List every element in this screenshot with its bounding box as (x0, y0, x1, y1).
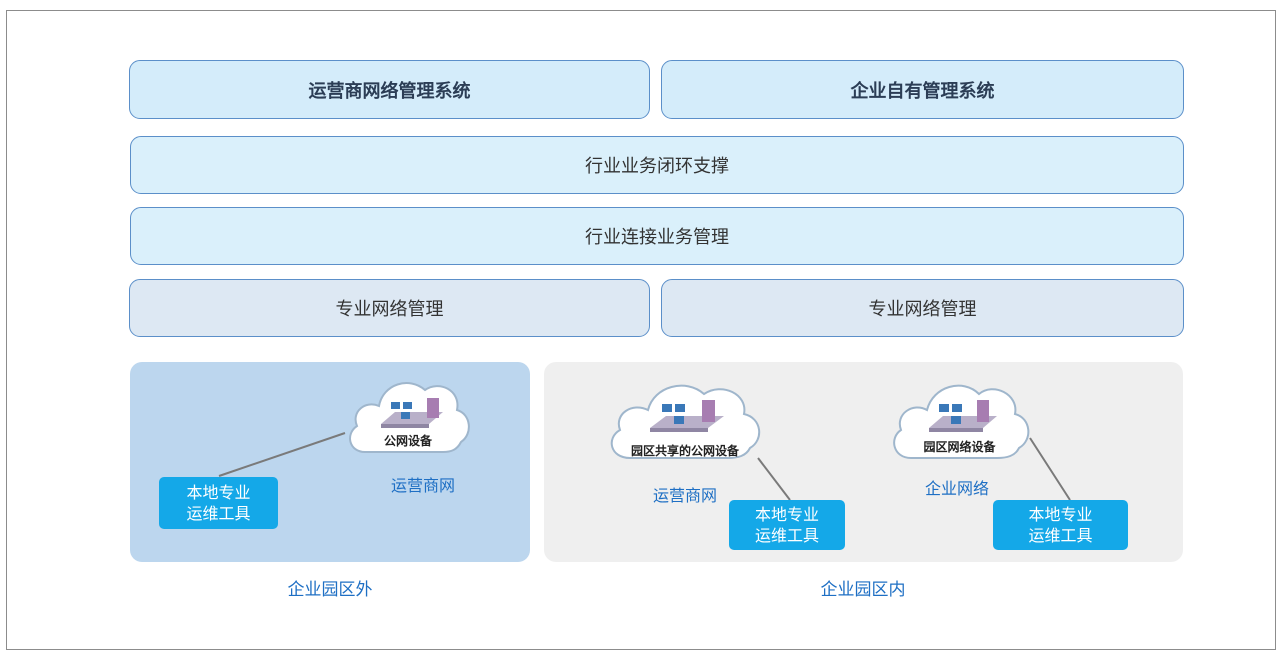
enterprise-net-label: 企业网络 (924, 479, 989, 498)
pro-net-mgmt-right-label: 专业网络管理 (868, 299, 977, 320)
outside-tool-line1: 本地专业 (186, 483, 251, 502)
inside-tool2-line2: 运维工具 (1028, 526, 1093, 545)
connector-inside-1 (757, 457, 791, 501)
inside-region-label: 企业园区内 (820, 580, 906, 600)
inside-local-tool-1-box: 本地专业 运维工具 (729, 500, 845, 550)
industry-loop-label: 行业业务闭环支撑 (585, 156, 729, 177)
pro-net-mgmt-right-box: 专业网络管理 (661, 279, 1184, 337)
operator-nms-label: 运营商网络管理系统 (308, 80, 471, 102)
industry-connect-box: 行业连接业务管理 (130, 207, 1184, 265)
enterprise-nms-box: 企业自有管理系统 (661, 60, 1184, 119)
shared-public-cloud-label: 园区共享的公网设备 (630, 444, 739, 458)
pro-net-mgmt-left-label: 专业网络管理 (335, 299, 444, 320)
inside-tool1-line1: 本地专业 (754, 505, 819, 524)
campus-network-cloud-label: 园区网络设备 (923, 440, 996, 454)
outside-region-label: 企业园区外 (287, 580, 373, 600)
industry-connect-label: 行业连接业务管理 (585, 227, 729, 248)
outside-local-tool-box: 本地专业 运维工具 (159, 477, 278, 529)
outside-operator-net-label: 运营商网 (390, 476, 455, 495)
campus-network-cloud-icon (887, 372, 1032, 464)
industry-loop-box: 行业业务闭环支撑 (130, 136, 1184, 194)
inside-operator-net-label: 运营商网 (652, 486, 717, 505)
operator-nms-box: 运营商网络管理系统 (129, 60, 650, 119)
inside-local-tool-2-box: 本地专业 运维工具 (993, 500, 1128, 550)
outside-tool-line2: 运维工具 (186, 504, 251, 523)
enterprise-nms-label: 企业自有管理系统 (850, 80, 995, 102)
inside-tool1-line2: 运维工具 (754, 526, 819, 545)
shared-public-cloud-icon (604, 372, 766, 464)
public-network-cloud-icon (343, 368, 473, 460)
pro-net-mgmt-left-box: 专业网络管理 (129, 279, 650, 337)
inside-tool2-line1: 本地专业 (1028, 505, 1093, 524)
connector-inside-2 (1029, 437, 1071, 501)
connector-outside (218, 432, 346, 477)
public-network-cloud-label: 公网设备 (383, 434, 432, 448)
